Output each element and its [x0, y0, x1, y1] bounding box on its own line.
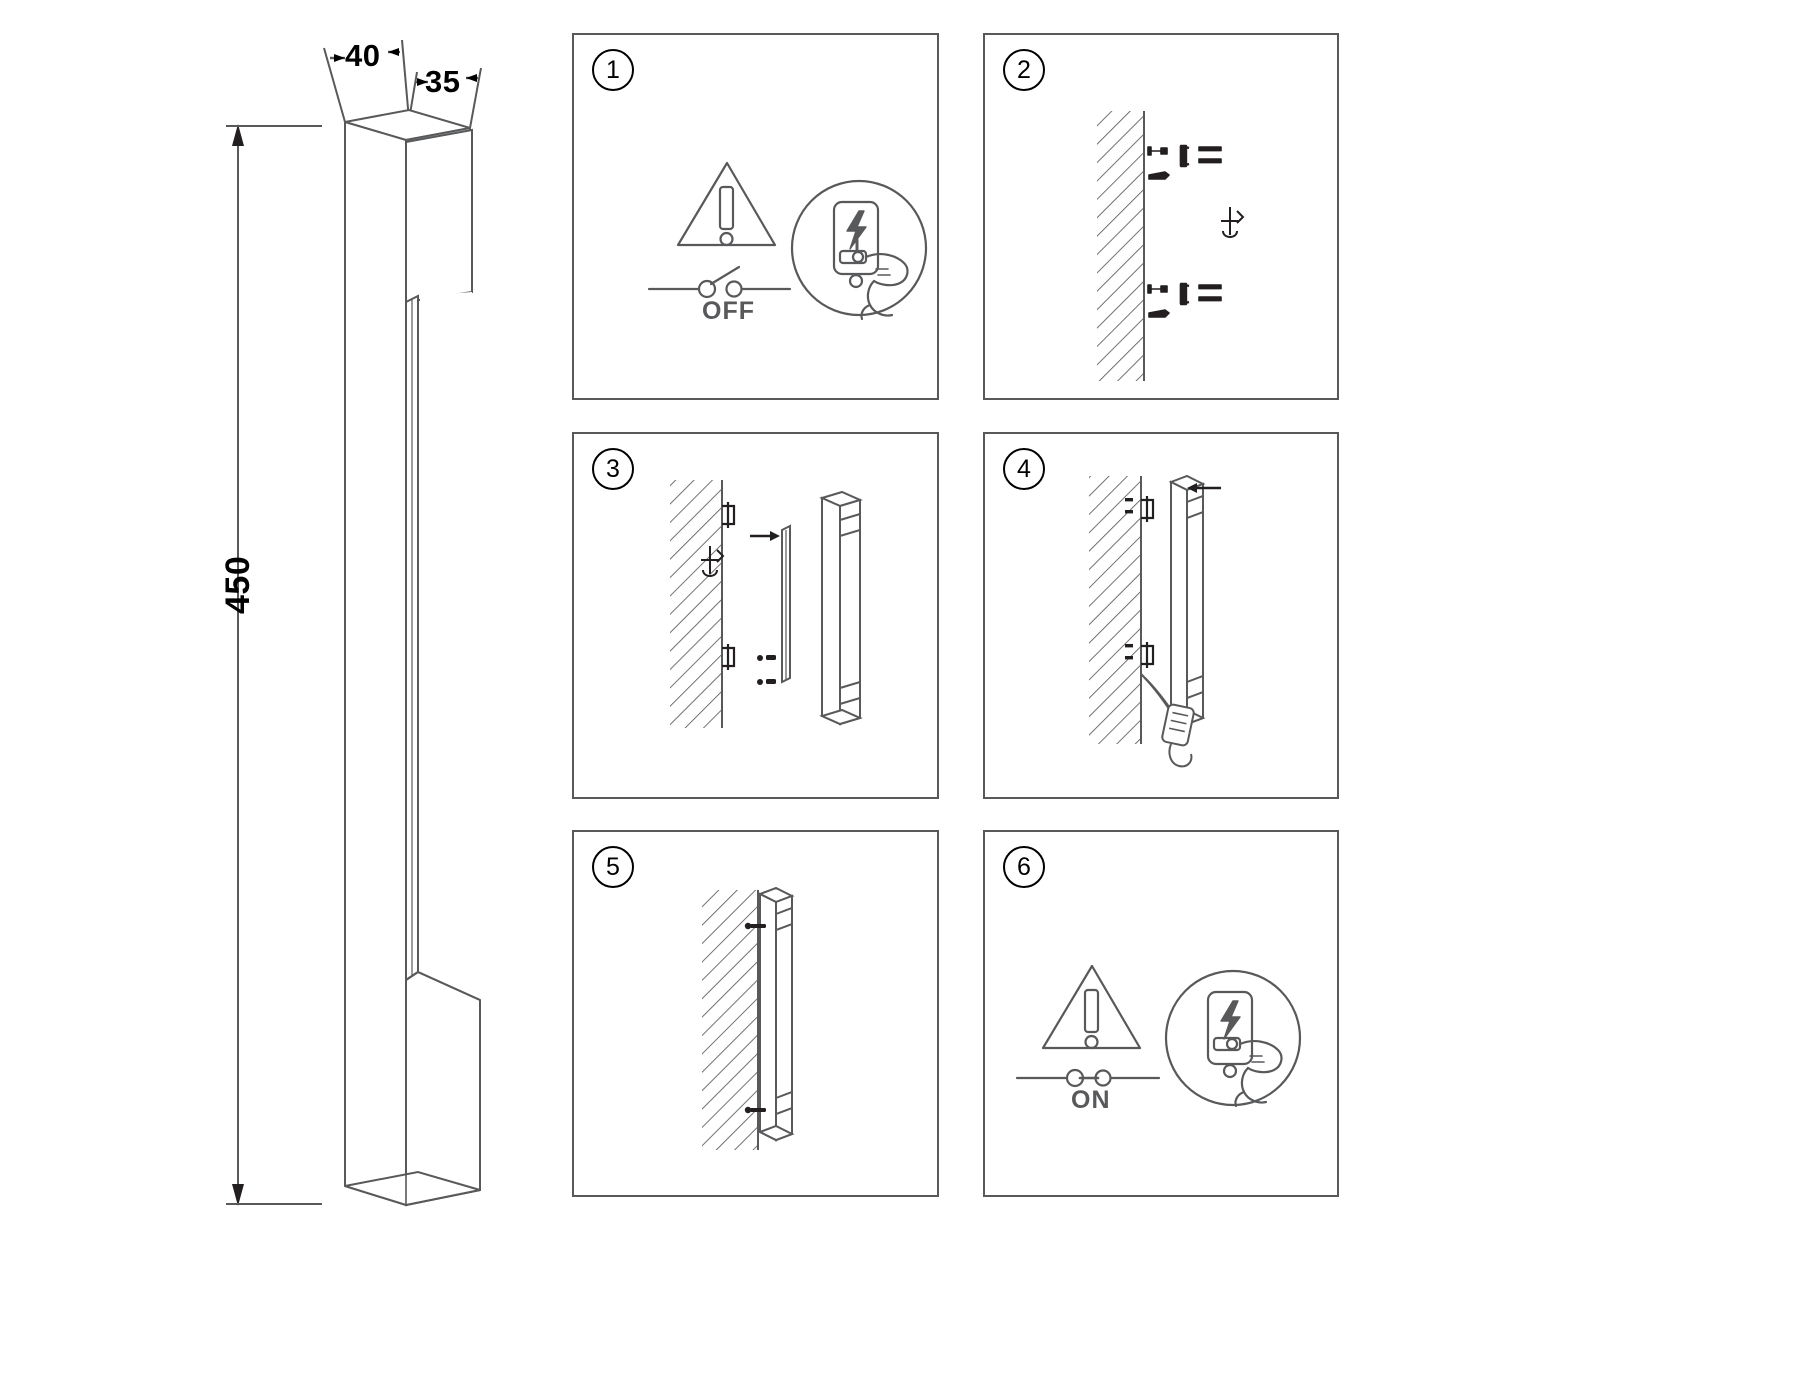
breaker-toggle-knob-icon	[851, 250, 865, 264]
lamp-body-icon	[819, 490, 863, 726]
cable-tail-icon	[1168, 743, 1193, 768]
witness-line-depth-right	[469, 67, 482, 129]
switch-off-label: OFF	[702, 297, 755, 325]
lamp-bottom-face	[344, 1170, 481, 1207]
product-dimension-drawing: 40 35 450	[0, 0, 560, 1400]
hatched-wall-icon	[670, 480, 722, 728]
set-screw-icon	[744, 922, 766, 1114]
step-panel-6: 6	[983, 830, 1339, 1197]
switch-contact-right-icon	[725, 280, 743, 298]
step-number-1: 1	[592, 49, 634, 91]
exclamation-bar-icon	[718, 185, 735, 231]
lightning-bolt-icon	[1220, 1000, 1241, 1040]
lamp-lower-head	[405, 970, 481, 1207]
dimension-width-label: 40	[345, 38, 381, 73]
step-number-4: 4	[1003, 448, 1045, 490]
connector-block-icon	[1161, 703, 1195, 768]
hand-icon	[1238, 1040, 1283, 1074]
screwdriver-icon	[701, 546, 725, 577]
hatched-wall-icon	[1097, 111, 1144, 381]
switch-on-label: ON	[1071, 1086, 1111, 1114]
step-number-6: 6	[1003, 846, 1045, 888]
step-panel-5: 5	[572, 830, 939, 1197]
dimension-height-label: 450	[219, 555, 257, 614]
witness-line-width-left	[323, 47, 346, 123]
step-number-5: 5	[592, 846, 634, 888]
lightning-bolt-icon	[846, 210, 867, 250]
arrow-left-icon	[1187, 483, 1221, 493]
step4-graphic	[1089, 474, 1221, 768]
step-panel-2: 2	[983, 33, 1339, 400]
step5-graphic	[702, 886, 795, 1150]
step-number-2: 2	[1003, 49, 1045, 91]
witness-line-width-right	[401, 39, 410, 121]
breaker-toggle-knob-icon	[1225, 1037, 1239, 1051]
exclamation-dot-icon	[1084, 1034, 1099, 1050]
screw-icon	[1149, 147, 1168, 155]
height-arrow-top	[232, 124, 244, 146]
breaker-indicator-icon	[1222, 1063, 1238, 1079]
lamp-front-face	[344, 120, 407, 1207]
hatched-wall-icon	[702, 890, 758, 1150]
step2-graphic	[1097, 111, 1245, 381]
step1-graphic	[647, 161, 928, 321]
breaker-detail-circle-icon	[790, 179, 928, 317]
step6-graphic	[1015, 964, 1302, 1108]
hatched-wall-icon	[1089, 476, 1141, 744]
drill-icon	[1221, 207, 1245, 238]
wall-plug-icon	[1148, 171, 1170, 180]
exclamation-dot-icon	[719, 231, 734, 247]
step-panel-4: 4	[983, 432, 1339, 799]
exclamation-bar-icon	[1083, 988, 1100, 1034]
step3-graphic	[670, 480, 863, 728]
bracket-icon	[1198, 146, 1222, 152]
arrow-right-icon	[750, 531, 780, 541]
lamp-body-icon	[1168, 474, 1206, 726]
step-panel-3: 3	[572, 432, 939, 799]
height-arrow-bottom	[232, 1184, 244, 1206]
breaker-indicator-icon	[848, 273, 864, 289]
step-number-3: 3	[592, 448, 634, 490]
product-outline-svg	[226, 39, 482, 1207]
switch-contact-left-icon	[697, 279, 717, 299]
switch-lever-open-icon	[709, 265, 741, 286]
set-screw-icon	[757, 655, 776, 685]
step-panel-1: 1	[572, 33, 939, 400]
breaker-detail-circle-icon	[1164, 969, 1302, 1107]
lamp-body-mounted-icon	[757, 886, 795, 1142]
hand-icon	[864, 253, 909, 287]
mounting-plate-icon	[781, 524, 791, 684]
dimension-depth-label: 35	[425, 64, 461, 99]
